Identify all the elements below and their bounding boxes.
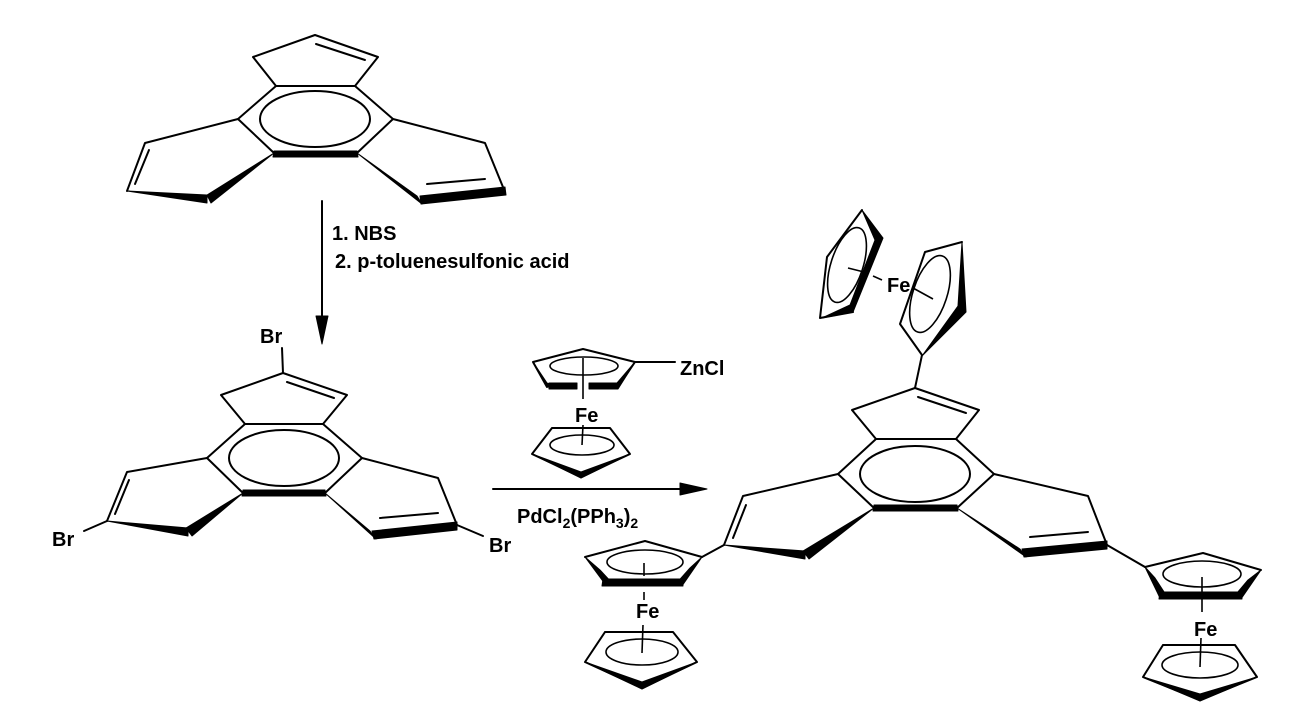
cp-ring-bond — [584, 631, 698, 689]
double-bond-inner — [917, 396, 967, 414]
double-bond-inner — [1029, 531, 1089, 538]
wedge-bond — [1199, 676, 1258, 702]
tribromo-intermediate — [83, 347, 484, 540]
catalyst-label: PdCl2(PPh3)2 — [517, 506, 638, 531]
wedge-bond — [673, 556, 703, 587]
aromatic-ring-circle — [259, 90, 371, 148]
reagent-ptsa: 2. p-toluenesulfonic acid — [335, 251, 569, 273]
wedge-bond — [106, 520, 189, 537]
eta-bond — [1199, 637, 1202, 668]
cp-ring-circle — [549, 434, 615, 456]
double-bond-inner — [315, 43, 366, 61]
double-bond-inner — [114, 479, 130, 515]
bold-bond — [241, 489, 327, 497]
bromine-label-left: Br — [52, 529, 74, 551]
bond-to-ferrocene — [914, 354, 923, 389]
bond — [206, 423, 363, 494]
wedge-bond — [1021, 540, 1108, 558]
wedge-bond — [206, 152, 275, 204]
wedge-bond — [641, 661, 698, 690]
wedge-bond — [371, 521, 458, 540]
zncl-label: ZnCl — [680, 358, 724, 380]
cp-ring-circle — [549, 356, 619, 376]
bold-bond — [872, 504, 959, 512]
double-bond-inner — [426, 178, 486, 185]
triferrocenyl-product — [584, 209, 1262, 702]
wedge-bond — [1231, 569, 1262, 600]
bold-bond — [601, 578, 684, 587]
wedge-bond — [419, 186, 507, 205]
bond-to-br — [456, 524, 484, 537]
eta-bond — [847, 267, 865, 273]
bond-to-br — [281, 347, 284, 374]
wedge-bond — [723, 544, 806, 560]
ferrocenylzinc-reagent — [531, 348, 676, 479]
eta-bond — [641, 624, 644, 654]
aromatic-ring-circle — [228, 429, 340, 487]
bond — [392, 118, 506, 193]
iron-label-reagent: Fe — [575, 405, 598, 427]
wedge-bond — [1142, 676, 1201, 702]
wedge-bond — [584, 661, 643, 690]
bond — [361, 457, 458, 526]
bond — [106, 457, 208, 522]
aromatic-ring-circle — [859, 445, 971, 503]
wedge-bond — [185, 492, 244, 537]
wedge-bond — [531, 453, 582, 479]
bond — [837, 438, 995, 509]
cp-ring-bond — [899, 241, 963, 356]
bond — [851, 387, 980, 440]
cp-ring-circle — [606, 549, 684, 575]
bold-bond — [548, 382, 578, 390]
arrow-head — [679, 482, 708, 496]
bond — [126, 118, 239, 192]
double-bond-inner — [732, 504, 747, 539]
eta-bond — [872, 275, 883, 281]
wedge-bond — [921, 241, 967, 357]
cp-ring-circle — [826, 226, 868, 304]
reagent-nbs: 1. NBS — [332, 223, 396, 245]
bromine-label-top: Br — [260, 326, 282, 348]
arrow-head — [315, 315, 329, 345]
bond-to-ferrocene — [701, 544, 725, 558]
bromine-label-right: Br — [489, 535, 511, 557]
cp-ring-bond — [1144, 552, 1262, 571]
double-bond-inner — [379, 512, 439, 519]
reaction-arrow-step-2 — [492, 482, 708, 496]
bond — [723, 473, 839, 546]
eta-bond — [912, 287, 934, 300]
bond-to-br — [83, 520, 108, 532]
bold-bond — [1158, 591, 1243, 600]
double-bond-inner — [134, 149, 150, 185]
iron-label-left: Fe — [636, 601, 659, 623]
wedge-bond — [605, 361, 636, 390]
bold-bond — [272, 150, 359, 158]
starting-material — [126, 34, 507, 205]
bond-to-ferrocene — [1106, 544, 1146, 568]
wedge-bond — [324, 492, 377, 540]
double-bond-inner — [286, 381, 335, 399]
wedge-bond — [356, 152, 423, 205]
bond — [237, 85, 394, 154]
wedge-bond — [580, 453, 631, 479]
cp-ring-bond — [584, 540, 703, 558]
bond — [993, 473, 1108, 546]
reaction-arrow-step-1 — [315, 200, 329, 345]
iron-label-right: Fe — [1194, 619, 1217, 641]
wedge-bond — [956, 507, 1027, 558]
bond — [220, 372, 348, 425]
iron-label-top: Fe — [887, 275, 910, 297]
bond — [252, 34, 379, 87]
wedge-bond — [821, 209, 884, 319]
wedge-bond — [802, 507, 875, 560]
wedge-bond — [126, 190, 208, 204]
